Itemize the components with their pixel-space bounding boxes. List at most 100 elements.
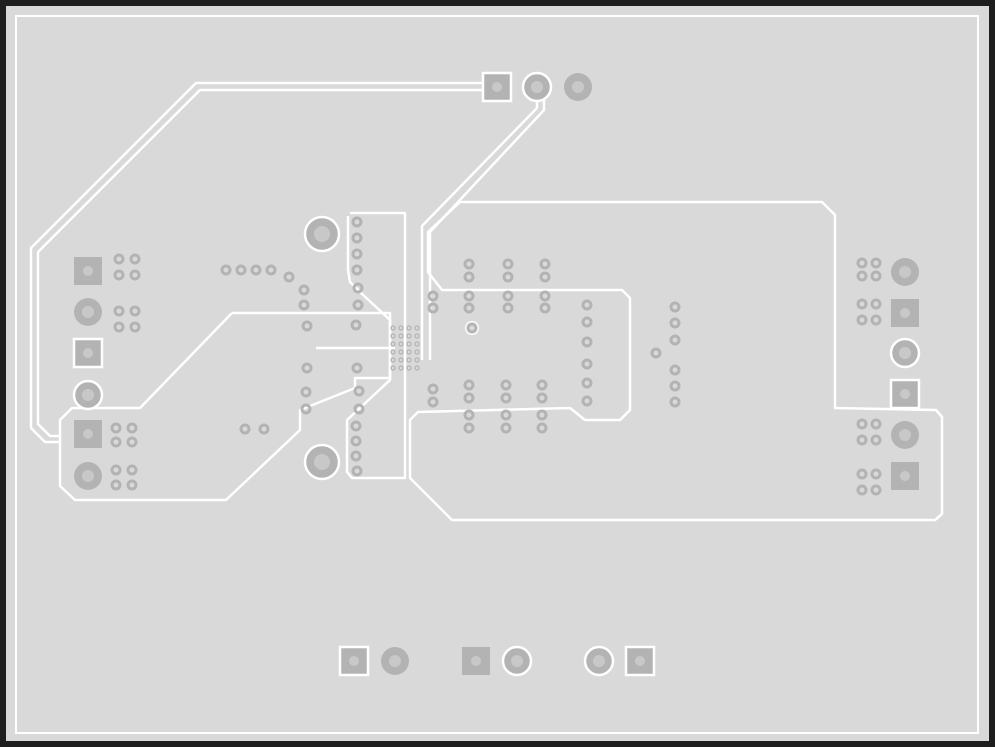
via — [463, 302, 475, 314]
ic-microvia — [406, 349, 412, 355]
via — [427, 302, 439, 314]
copper-trace — [36, 88, 484, 438]
ic-microvia — [414, 365, 420, 371]
via — [129, 321, 141, 333]
via — [870, 314, 882, 326]
pad-hole — [899, 347, 911, 359]
via — [298, 284, 310, 296]
ic-microvia — [398, 349, 404, 355]
pad-hole — [389, 655, 401, 667]
via — [352, 282, 364, 294]
via — [502, 302, 514, 314]
via — [502, 258, 514, 270]
via — [129, 305, 141, 317]
via — [113, 305, 125, 317]
via — [463, 258, 475, 270]
via — [856, 468, 868, 480]
via — [283, 271, 295, 283]
copper-trace — [420, 100, 539, 360]
via — [350, 319, 362, 331]
via — [463, 392, 475, 404]
via — [870, 257, 882, 269]
ic-microvia — [398, 365, 404, 371]
ic-microvia — [390, 333, 396, 339]
via — [350, 420, 362, 432]
via — [870, 484, 882, 496]
via — [126, 422, 138, 434]
via — [581, 377, 593, 389]
via — [650, 347, 662, 359]
via — [126, 479, 138, 491]
ic-microvia — [390, 341, 396, 347]
ic-microvia — [390, 325, 396, 331]
pad-hole — [82, 306, 94, 318]
via — [353, 403, 365, 415]
via — [301, 362, 313, 374]
pad-hole — [900, 389, 910, 399]
via — [463, 379, 475, 391]
via — [463, 409, 475, 421]
ic-microvia — [406, 341, 412, 347]
board-edge-outline — [15, 15, 979, 734]
copper-trace — [408, 200, 944, 522]
pad-hole — [83, 348, 93, 358]
via — [350, 450, 362, 462]
via — [110, 422, 122, 434]
pad-hole — [82, 470, 94, 482]
via — [113, 321, 125, 333]
via — [856, 314, 868, 326]
pads — [72, 71, 921, 677]
via — [126, 464, 138, 476]
ic-microvia — [406, 333, 412, 339]
via — [669, 364, 681, 376]
via — [539, 258, 551, 270]
ic-microvia — [406, 357, 412, 363]
ic-microvia — [398, 325, 404, 331]
copper-traces — [29, 81, 944, 522]
via — [669, 334, 681, 346]
via — [352, 299, 364, 311]
via — [300, 403, 312, 415]
ic-microvia — [414, 325, 420, 331]
via — [300, 386, 312, 398]
via — [856, 270, 868, 282]
via — [427, 383, 439, 395]
via — [427, 290, 439, 302]
via — [870, 298, 882, 310]
via — [463, 290, 475, 302]
ic-microvia — [414, 333, 420, 339]
via — [351, 465, 363, 477]
ic-microvia — [390, 357, 396, 363]
via — [870, 270, 882, 282]
via — [669, 301, 681, 313]
via — [536, 422, 548, 434]
via — [129, 253, 141, 265]
via — [110, 479, 122, 491]
pad-hole — [899, 266, 911, 278]
via — [258, 423, 270, 435]
via — [539, 290, 551, 302]
ic-microvia — [398, 341, 404, 347]
via — [301, 320, 313, 332]
via — [870, 434, 882, 446]
via — [126, 436, 138, 448]
via — [235, 264, 247, 276]
via — [536, 379, 548, 391]
via — [113, 269, 125, 281]
via — [351, 248, 363, 260]
via — [353, 385, 365, 397]
via — [669, 380, 681, 392]
pad-hole — [314, 226, 330, 242]
via — [463, 271, 475, 283]
pad-hole — [511, 655, 523, 667]
pad-hole — [83, 429, 93, 439]
via — [856, 484, 868, 496]
via — [265, 264, 277, 276]
pad-hole — [471, 656, 481, 666]
via — [500, 379, 512, 391]
via — [581, 395, 593, 407]
pad-hole — [593, 655, 605, 667]
via — [870, 468, 882, 480]
